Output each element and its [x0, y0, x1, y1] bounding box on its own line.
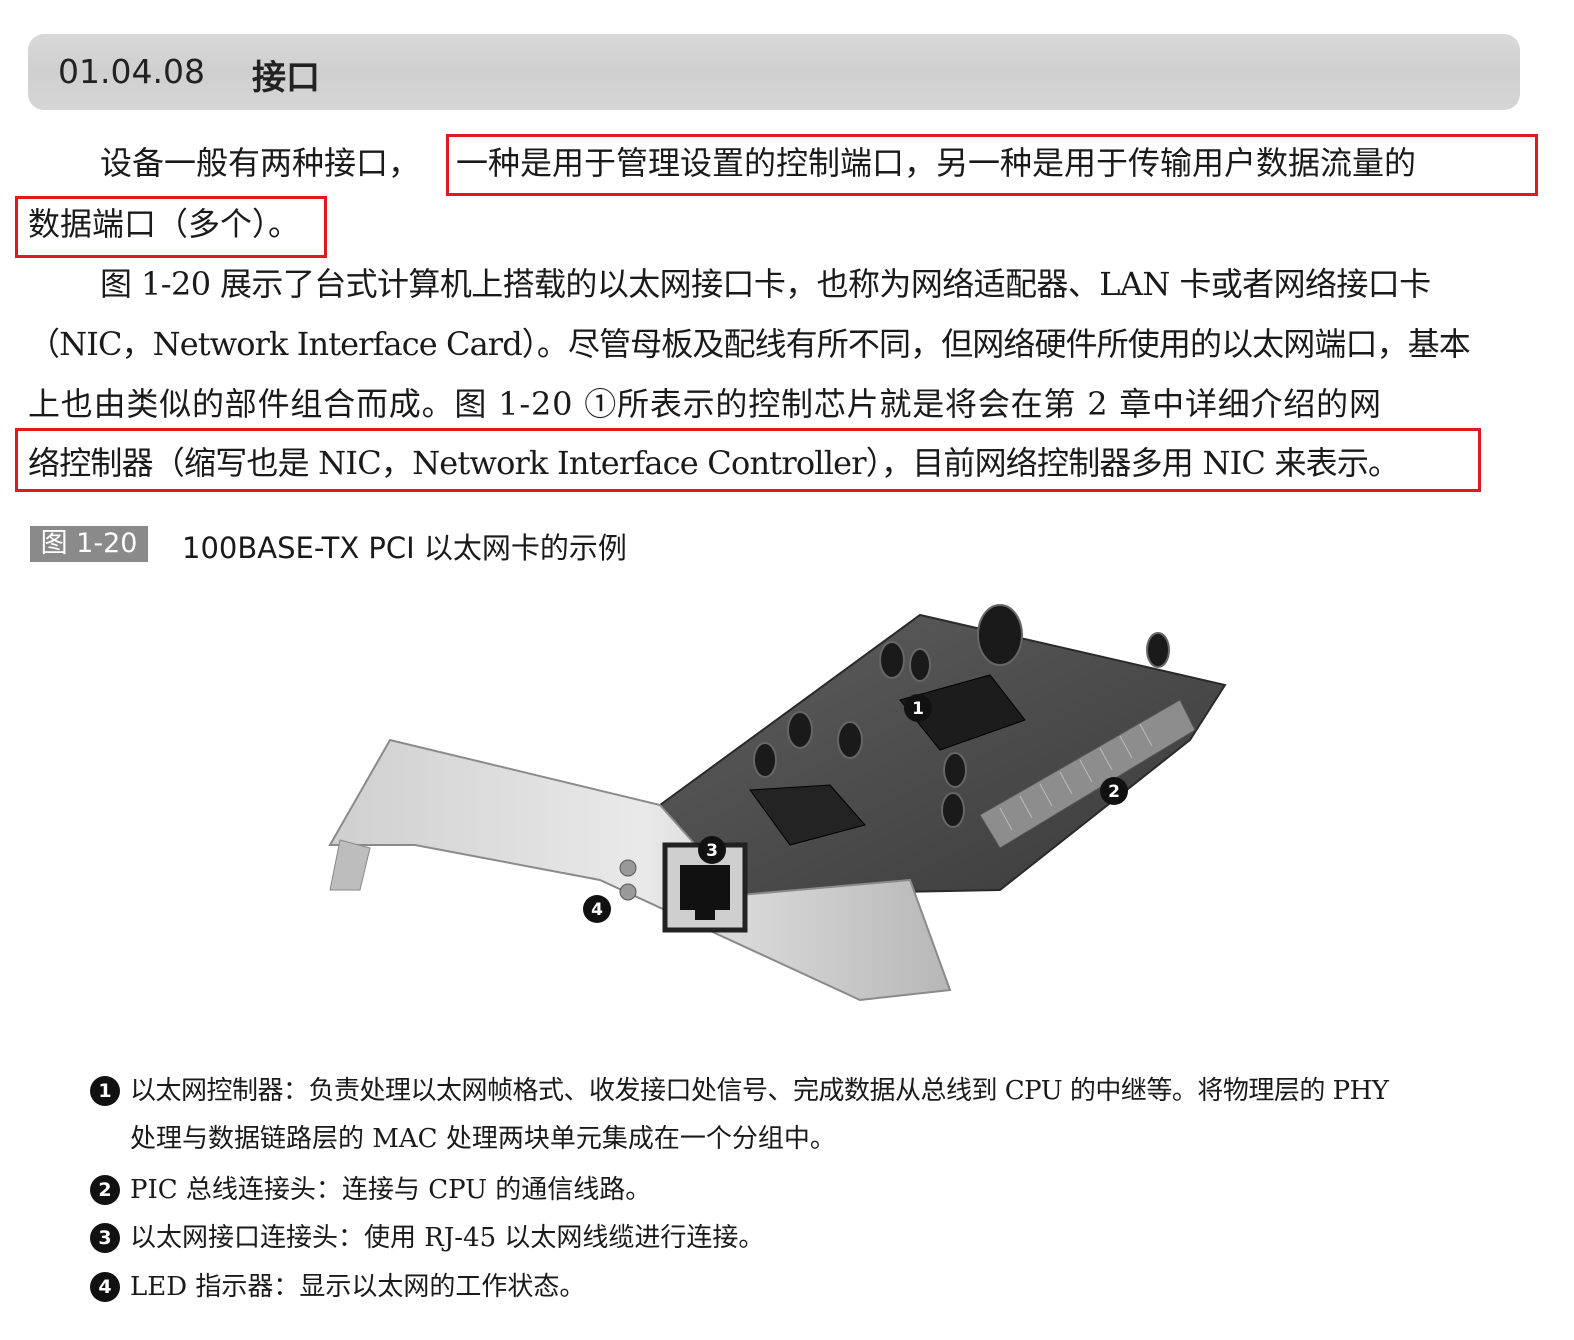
note-4-text: LED 指示器：显示以太网的工作状态。: [130, 1272, 586, 1302]
figure-title: 100BASE-TX PCI 以太网卡的示例: [182, 531, 627, 565]
note-3-bullet-icon: 3: [90, 1223, 120, 1253]
paragraph1-line1-highlight: 一种是用于管理设置的控制端口，另一种是用于传输用户数据流量的: [456, 144, 1417, 182]
note-1-line1: 以太网控制器：负责处理以太网帧格式、收发接口处信号、完成数据从总线到 CPU 的…: [130, 1076, 1389, 1106]
section-number: 01.04.08: [58, 52, 205, 91]
callout-2-label: 2: [1108, 782, 1120, 802]
callout-4-label: 4: [591, 900, 603, 920]
note-2-bullet-icon: 2: [90, 1175, 120, 1205]
paragraph2-line2: （NIC，Network Interface Card）。尽管母板及配线有所不同…: [28, 325, 1471, 363]
note-4-bullet-icon: 4: [90, 1272, 120, 1302]
callout-4-icon: [583, 895, 611, 923]
callout-1-label: 1: [912, 699, 924, 719]
paragraph2-line1: 图 1-20 展示了台式计算机上搭载的以太网接口卡，也称为网络适配器、LAN 卡…: [100, 265, 1431, 303]
paragraph2-line3: 上也由类似的部件组合而成。图 1-20 ①所表示的控制芯片就是将会在第 2 章中…: [28, 385, 1382, 423]
callout-2-icon: [1100, 777, 1128, 805]
paragraph2-line4-highlight: 络控制器（缩写也是 NIC，Network Interface Controll…: [28, 444, 1400, 482]
callout-3-icon: [698, 836, 726, 864]
paragraph1-line1-prefix: 设备一般有两种接口，: [100, 144, 421, 182]
callout-3-label: 3: [706, 841, 718, 861]
highlight-box-1: [446, 134, 1538, 196]
highlight-box-3: [15, 428, 1481, 492]
highlight-box-2: [15, 196, 327, 258]
callout-1-icon: [904, 694, 932, 722]
network-card-photo: 1 2 3 4: [328, 604, 1227, 1002]
note-1-bullet-icon: 1: [90, 1076, 120, 1106]
note-3-text: 以太网接口连接头：使用 RJ-45 以太网线缆进行连接。: [130, 1223, 765, 1253]
paragraph1-line2-highlight: 数据端口（多个）。: [28, 205, 301, 243]
note-2-text: PIC 总线连接头：连接与 CPU 的通信线路。: [130, 1175, 652, 1205]
section-title: 接口: [252, 58, 320, 98]
note-1-line2: 处理与数据链路层的 MAC 处理两块单元集成在一个分组中。: [130, 1124, 836, 1154]
figure-tag: 图 1-20: [30, 526, 148, 562]
section-header-bar: 01.04.08 接口: [28, 34, 1520, 110]
